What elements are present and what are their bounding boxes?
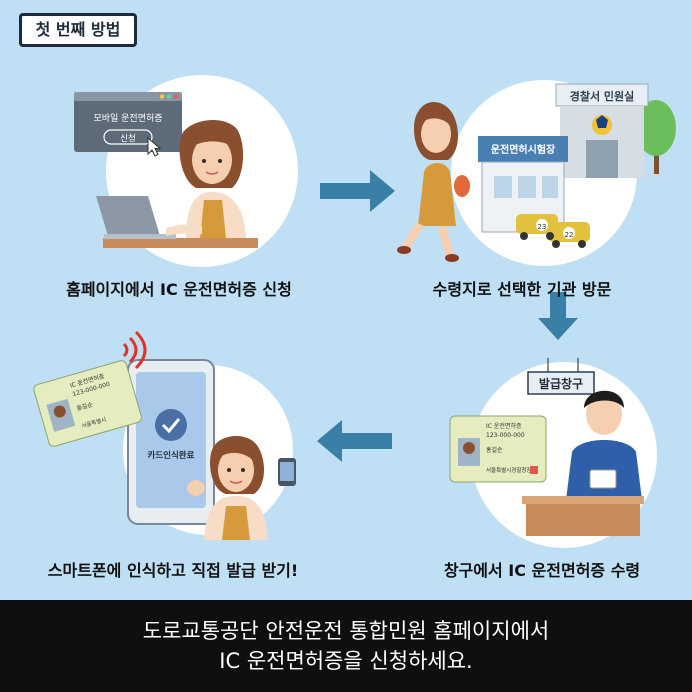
arrow-right <box>320 170 395 212</box>
browser-window <box>74 92 182 152</box>
step2-caption: 수령지로 선택한 기관 방문 <box>432 280 612 299</box>
walking-woman <box>418 163 456 226</box>
car-number-2: 22 <box>565 231 574 239</box>
test-center-sign-label: 운전면허시험장 <box>491 143 556 156</box>
card3-name: 홍길순 <box>486 446 503 454</box>
counter <box>526 500 640 536</box>
window-sign <box>527 371 595 395</box>
license-card-step3: IC 운전면허증 123-000-000 홍길순 서울특별시경찰청장 <box>449 415 547 483</box>
apply-button[interactable] <box>103 129 153 145</box>
car-number-1: 23 <box>538 223 547 231</box>
footer-line-1: 도로교통공단 안전운전 통합민원 홈페이지에서 <box>142 619 550 643</box>
step3-caption: 창구에서 IC 운전면허증 수령 <box>443 561 641 580</box>
method-badge: 첫 번째 방법 <box>19 13 137 47</box>
tree <box>636 100 676 156</box>
step1-illustration: 모바일 운전면허증 신청 <box>74 92 258 248</box>
test-center-sign <box>478 136 568 162</box>
arrow-down <box>538 292 578 340</box>
step4-illustration: 카드인식완료 IC 운전면허증 123-000-000 홍길순 서울특별시 <box>33 330 296 540</box>
apply-button-label: 신청 <box>120 134 136 144</box>
card3-number: 123-000-000 <box>486 432 525 439</box>
laptop <box>96 196 160 236</box>
browser-window-title: 모바일 운전면허증 <box>93 113 162 124</box>
license-card-step4: IC 운전면허증 123-000-000 홍길순 서울특별시 <box>33 360 142 447</box>
window-sign-label: 발급창구 <box>539 376 583 391</box>
desk <box>103 238 258 248</box>
step3-illustration: 발급창구 IC 운전면허증 123-000-000 홍길순 서울특별시경찰청장 <box>449 358 644 536</box>
arrow-left <box>317 420 392 462</box>
check-icon <box>155 409 187 441</box>
step1-caption: 홈페이지에서 IC 운전면허증 신청 <box>66 280 292 299</box>
footer-line-2: IC 운전면허증을 신청하세요. <box>219 649 473 673</box>
card3-issuer: 서울특별시경찰청장 <box>486 466 532 474</box>
step2-illustration: 경찰서 민원실 운전면허시험장 23 22 <box>397 83 676 262</box>
cursor-icon <box>147 136 162 157</box>
footer-banner: 도로교통공단 안전운전 통합민원 홈페이지에서 IC 운전면허증을 신청하세요. <box>0 600 692 692</box>
police-sign-label: 경찰서 민원실 <box>570 89 635 103</box>
nfc-icon <box>122 342 129 358</box>
card3-title: IC 운전면허증 <box>486 422 522 430</box>
illustration-layer: 모바일 운전면허증 신청 경찰서 민원실 운전면허시 <box>33 83 676 540</box>
phone-status-text: 카드인식완료 <box>148 450 195 461</box>
step4-caption: 스마트폰에 인식하고 직접 발급 받기! <box>47 561 299 580</box>
